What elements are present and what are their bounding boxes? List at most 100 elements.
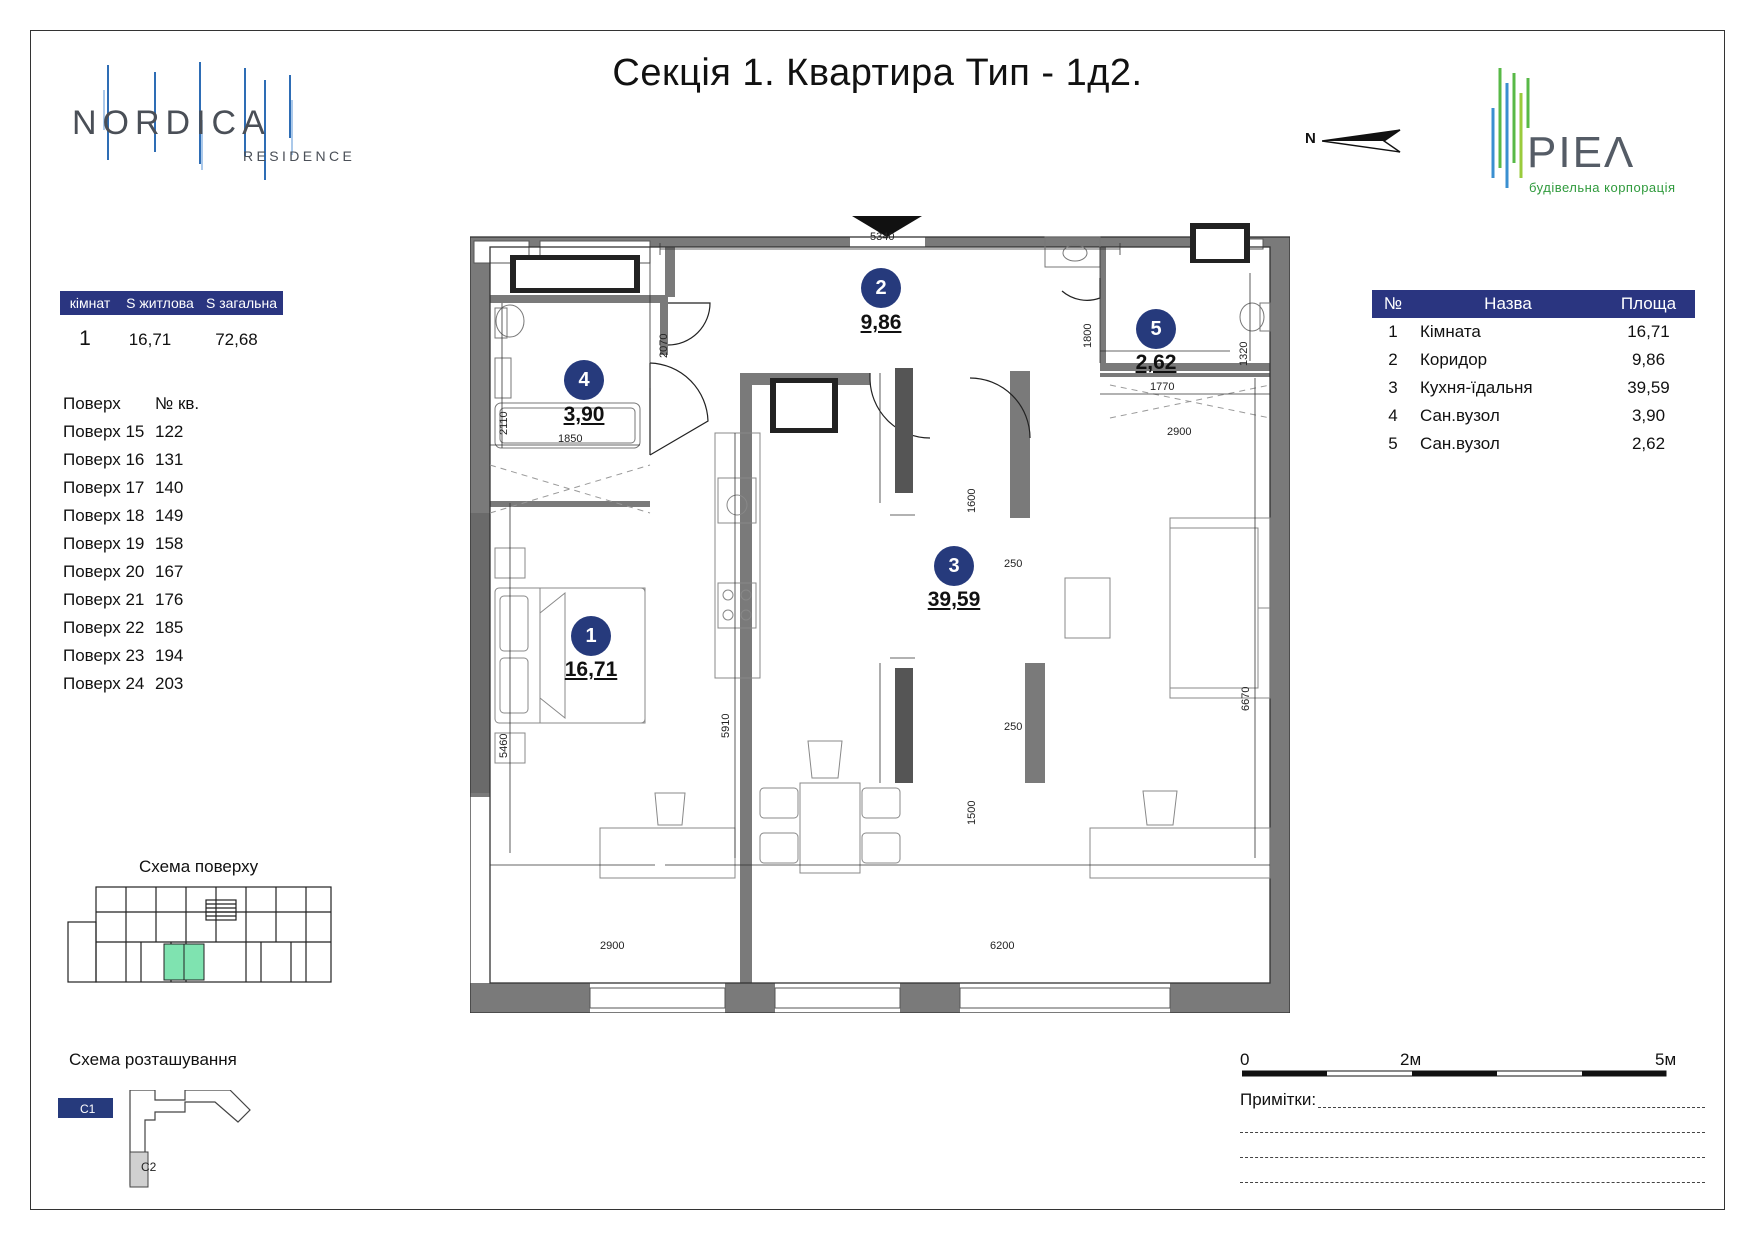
dim-label: 1850 — [558, 433, 583, 445]
riel-subtitle: будівельна корпорація — [1529, 180, 1676, 195]
apt-number: 185 — [155, 618, 184, 637]
floor-name: Поверх 22 — [63, 618, 145, 637]
rooms-table-header: № Назва Площа — [1372, 290, 1695, 318]
page-title: Секція 1. Квартира Тип - 1д2. — [612, 52, 1143, 94]
notes-label: Примітки: — [1240, 1090, 1317, 1109]
dim-label: 1770 — [1150, 381, 1175, 393]
room-name: Коридор — [1420, 350, 1488, 369]
apt-number: 194 — [155, 646, 184, 665]
dim-label: 6200 — [990, 940, 1015, 952]
nordica-subtitle: RESIDENCE — [243, 148, 356, 164]
summary-total: 72,68 — [215, 330, 258, 349]
scale-label-5m: 5м — [1655, 1050, 1677, 1069]
room-area: 16,71 — [1627, 322, 1670, 341]
dim-label: 2110 — [498, 411, 510, 435]
scale-label-0: 0 — [1240, 1050, 1250, 1069]
dim-label: 1600 — [966, 488, 978, 513]
location-schema-map: C1 C2 — [55, 1090, 255, 1190]
location-schema-label: Схема розташування — [69, 1050, 237, 1069]
room-number: 2 — [1388, 350, 1398, 369]
room-name: Сан.вузол — [1420, 406, 1500, 425]
summary-header-total: S загальна — [206, 295, 277, 311]
floor-schema-label: Схема поверху — [139, 857, 259, 876]
riel-wordmark: PIEΛ — [1527, 128, 1636, 177]
apt-number: 140 — [155, 478, 184, 497]
summary-rooms: 1 — [79, 327, 91, 350]
summary-header-living: S житлова — [126, 295, 194, 311]
apt-number: 122 — [155, 422, 184, 441]
floor-plan: 1 16,71 2 9,86 3 39,59 4 3,90 5 2,62 534… — [470, 213, 1290, 1013]
room-area-2: 9,86 — [860, 311, 902, 334]
room-area: 39,59 — [1627, 378, 1670, 397]
room-number: 1 — [1388, 322, 1398, 341]
apt-number: 158 — [155, 534, 184, 553]
floor-name: Поверх 23 — [63, 646, 145, 665]
floor-name: Поверх 21 — [63, 590, 145, 609]
summary-header: кімнат S житлова S загальна — [60, 291, 283, 315]
col-number: № — [1383, 294, 1403, 313]
floors-list: Поверх № кв. Поверх 15 122 Поверх 16 131 П… — [63, 390, 199, 698]
room-badge-1: 1 — [571, 616, 611, 656]
table-row: 2 Коридор 9,86 — [1372, 346, 1695, 374]
notes-line — [1240, 1157, 1705, 1158]
room-area-5: 2,62 — [1135, 351, 1177, 374]
room-area-1: 16,71 — [564, 658, 618, 681]
table-row: 1 Кімната 16,71 — [1372, 318, 1695, 346]
room-area-4: 3,90 — [563, 403, 605, 426]
nordica-logo: NORDICA RESIDENCE — [60, 60, 360, 200]
floors-header-floor: Поверх — [63, 394, 121, 413]
dim-label: 2900 — [600, 940, 625, 952]
dim-label: 6670 — [1240, 686, 1252, 711]
location-tag-c1: C1 — [80, 1102, 96, 1116]
floor-row: Поверх 23 194 — [63, 642, 199, 670]
apt-number: 149 — [155, 506, 184, 525]
location-tag-c2: C2 — [141, 1160, 157, 1174]
floor-name: Поверх 17 — [63, 478, 145, 497]
room-name: Кімната — [1420, 322, 1481, 341]
floor-row: Поверх 22 185 — [63, 614, 199, 642]
room-badge-3: 3 — [934, 546, 974, 586]
riel-logo: PIEΛ будівельна корпорація — [1485, 68, 1705, 208]
room-number: 3 — [1388, 378, 1398, 397]
floors-header: Поверх № кв. — [63, 390, 199, 418]
room-area: 3,90 — [1631, 406, 1666, 425]
floor-name: Поверх 16 — [63, 450, 145, 469]
room-area: 9,86 — [1631, 350, 1666, 369]
apt-number: 203 — [155, 674, 184, 693]
nordica-wordmark: NORDICA — [72, 104, 271, 142]
apt-number: 131 — [155, 450, 184, 469]
dim-label: 1320 — [1238, 341, 1250, 366]
dim-label: 250 — [1004, 721, 1023, 733]
north-arrow-icon — [1322, 129, 1401, 153]
floor-row: Поверх 16 131 — [63, 446, 199, 474]
room-badge-2: 2 — [861, 268, 901, 308]
notes-line — [1240, 1132, 1705, 1133]
floor-plan-drawing — [470, 216, 1290, 1013]
floor-name: Поверх 15 — [63, 422, 145, 441]
dim-label: 1500 — [966, 800, 978, 825]
col-name: Назва — [1484, 294, 1532, 313]
dim-label: 1800 — [1082, 323, 1094, 348]
dim-label: 5460 — [498, 733, 510, 758]
floor-row: Поверх 17 140 — [63, 474, 199, 502]
room-number: 5 — [1388, 434, 1398, 453]
dim-label: 250 — [1004, 558, 1023, 570]
floor-name: Поверх 19 — [63, 534, 145, 553]
dim-label: 5340 — [870, 231, 895, 243]
room-area: 2,62 — [1631, 434, 1666, 453]
scale-label-2m: 2м — [1400, 1050, 1422, 1069]
apt-number: 167 — [155, 562, 184, 581]
room-badge-5: 5 — [1136, 309, 1176, 349]
summary-living: 16,71 — [128, 330, 172, 349]
north-label: N — [1305, 130, 1316, 147]
notes-line — [1318, 1107, 1705, 1108]
entrance-marker-icon — [852, 216, 922, 237]
room-name: Сан.вузол — [1420, 434, 1500, 453]
notes-line — [1240, 1182, 1705, 1183]
